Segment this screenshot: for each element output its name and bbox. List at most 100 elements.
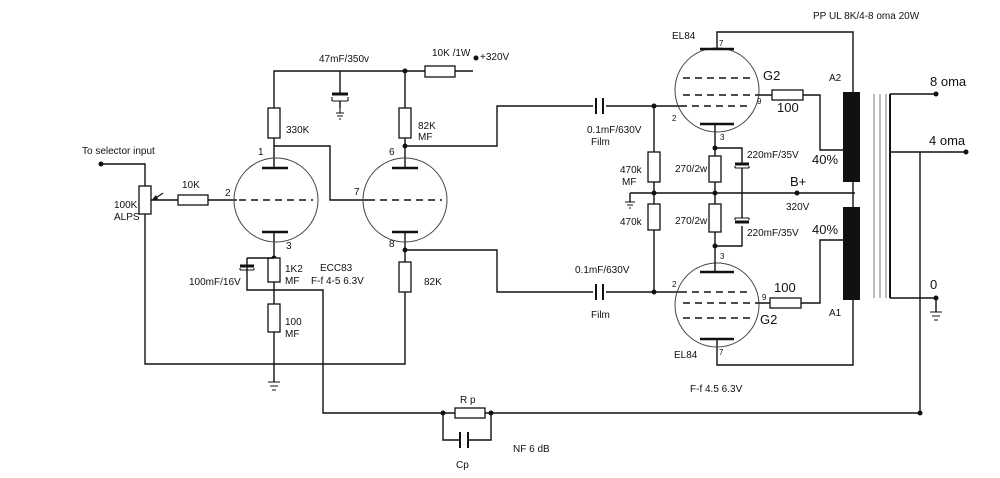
output-8-ohm: 8 oma [930,74,967,89]
cap-coupling-bottom [595,284,604,300]
grid-r-bottom-value: 470k [620,217,643,228]
el84-top-g2-resistor: 100 [777,100,799,115]
r-100-type: MF [285,329,299,340]
r-g2-100-top [771,89,804,101]
pin-label-3-top: 3 [720,133,725,142]
coupling-top-value: 0.1mF/630V [587,125,642,136]
el84-heater: F-f 4.5 6.3V [690,384,743,395]
pin-label-1: 1 [258,147,264,158]
cap-supply-47mf [331,92,349,108]
coupling-bottom-type: Film [591,310,610,321]
r-cathode-82k [398,261,412,293]
transformer-tap-bottom: 40% [812,222,838,237]
supply-voltage: +320V [480,52,510,63]
pin-label-7: 7 [354,187,360,198]
cathode-r-top-value: 270/2w [675,164,708,175]
r-cathode-type: MF [285,276,299,287]
pin-label-2-bottom: 2 [672,280,677,289]
tube-el84-top [674,47,760,133]
r-cathode-1k2 [267,257,281,283]
output-0: 0 [930,277,937,292]
transformer-tap-top: 40% [812,152,838,167]
pin-label-2-top: 2 [672,114,677,123]
el84-bottom-g2: G2 [760,312,777,327]
r-82k-top-value: 82K [418,121,436,132]
cathode-r-bottom-value: 270/2w [675,216,708,227]
output-transformer [843,92,891,300]
cap-coupling-top [595,98,604,114]
r-feedback-rp [454,407,486,419]
tube-el84-bottom [674,260,760,348]
r-input-value: 10K [182,180,200,191]
transformer-a2: A2 [829,73,842,84]
junction-dots [98,55,969,416]
r-cathode-270-top [708,155,722,183]
r-330k-value: 330K [286,125,310,136]
ground-symbols [268,108,942,391]
r-82k-bottom-value: 82K [424,277,442,288]
cathode-cap-top-value: 220mF/35V [747,150,799,161]
pin-label-3: 3 [286,241,292,252]
labels: PP UL 8K/4-8 oma 20W To selector input 1… [82,11,967,471]
r-supply-10k [424,65,456,78]
pin-label-7-top: 7 [719,39,724,48]
schematic-title: PP UL 8K/4-8 oma 20W [813,11,920,22]
wiring [101,31,966,441]
ground-icon [336,108,344,120]
cap-cathode-220mf-top [734,162,750,193]
cap-feedback-cp [459,432,469,448]
el84-top-name: EL84 [672,31,696,42]
ground-icon [625,201,635,209]
r-grid-470k-bottom [647,203,661,231]
cap-cathode-220mf-bottom [734,193,750,224]
input-label: To selector input [82,146,155,157]
transformer-a1: A1 [829,308,842,319]
pot-value: 100K [114,200,138,211]
feedback-cp: Cp [456,460,469,471]
r-cathode-270-bottom [708,203,722,233]
cap-cathode-100mf [239,257,274,271]
r-g2-100-bottom [769,297,802,309]
pin-label-2: 2 [225,188,231,199]
r-grid-470k-top [647,151,661,183]
el84-top-g2: G2 [763,68,780,83]
pin-label-7-bottom: 7 [719,348,724,357]
r-plate-82k [398,107,412,139]
grid-r-top-value: 470k [620,165,643,176]
cap-cathode-value: 100mF/16V [189,277,241,288]
feedback-rp: R p [460,395,476,406]
b-plus-voltage: 320V [786,202,810,213]
tube-v2-ecc83 [362,157,448,243]
pin-label-6: 6 [389,147,395,158]
r-feedback-100 [267,303,281,333]
feedback-nf: NF 6 dB [513,444,550,455]
pin-label-3-bottom: 3 [720,252,725,261]
tube-v1-ecc83 [233,157,319,243]
r-100-value: 100 [285,317,302,328]
grid-r-top-type: MF [622,177,636,188]
capacitors [239,92,750,448]
pin-label-9-bottom: 9 [762,293,767,302]
pin-label-8: 8 [389,239,395,250]
b-plus-label: B+ [790,174,806,189]
ground-icon [268,381,280,391]
r-input-10k [177,194,209,206]
coupling-bottom-value: 0.1mF/630V [575,265,630,276]
r-82k-top-type: MF [418,132,432,143]
cap-supply-value: 47mF/350v [319,54,369,65]
ecc83-name: ECC83 [320,263,353,274]
ground-icon [930,311,942,321]
pin-label-9-top: 9 [757,97,762,106]
output-4-ohm: 4 oma [929,133,966,148]
r-supply-value: 10K /1W [432,48,471,59]
pot-type: ALPS [114,212,140,223]
r-cathode-value: 1K2 [285,264,303,275]
r-plate-330k [267,107,281,139]
el84-bottom-g2-resistor: 100 [774,280,796,295]
coupling-top-type: Film [591,137,610,148]
ecc83-heater: F-f 4-5 6.3V [311,276,364,287]
potentiometer [138,185,164,215]
el84-bottom-name: EL84 [674,350,698,361]
cathode-cap-bottom-value: 220mF/35V [747,228,799,239]
